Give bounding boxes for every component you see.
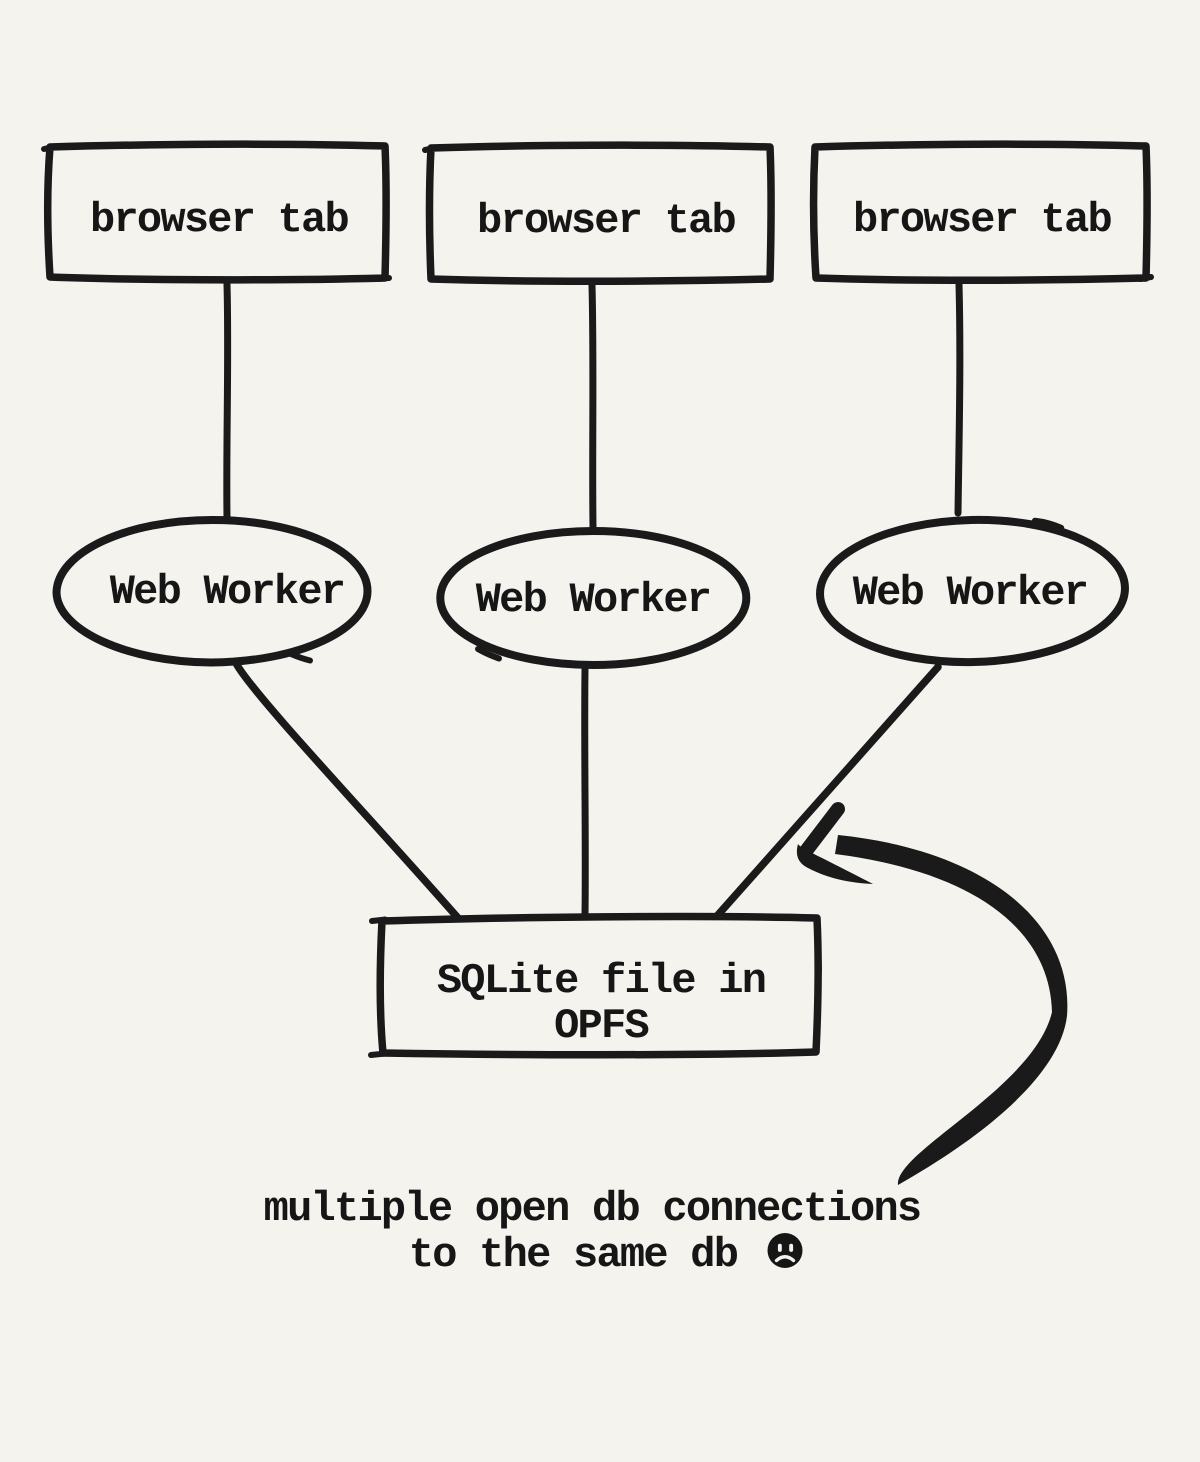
svg-text:Web Worker: Web Worker — [853, 569, 1088, 617]
svg-text:browser tab: browser tab — [90, 196, 349, 244]
svg-text:OPFS: OPFS — [554, 1002, 648, 1050]
svg-text:SQLite file in: SQLite file in — [437, 957, 765, 1005]
svg-text:browser tab: browser tab — [853, 196, 1112, 244]
svg-text:to the same db: to the same db — [409, 1231, 738, 1279]
svg-text:Web Worker: Web Worker — [476, 576, 711, 624]
svg-text:Web Worker: Web Worker — [110, 568, 345, 616]
svg-text:multiple open db connections: multiple open db connections — [264, 1185, 921, 1233]
svg-text:browser tab: browser tab — [477, 197, 736, 245]
